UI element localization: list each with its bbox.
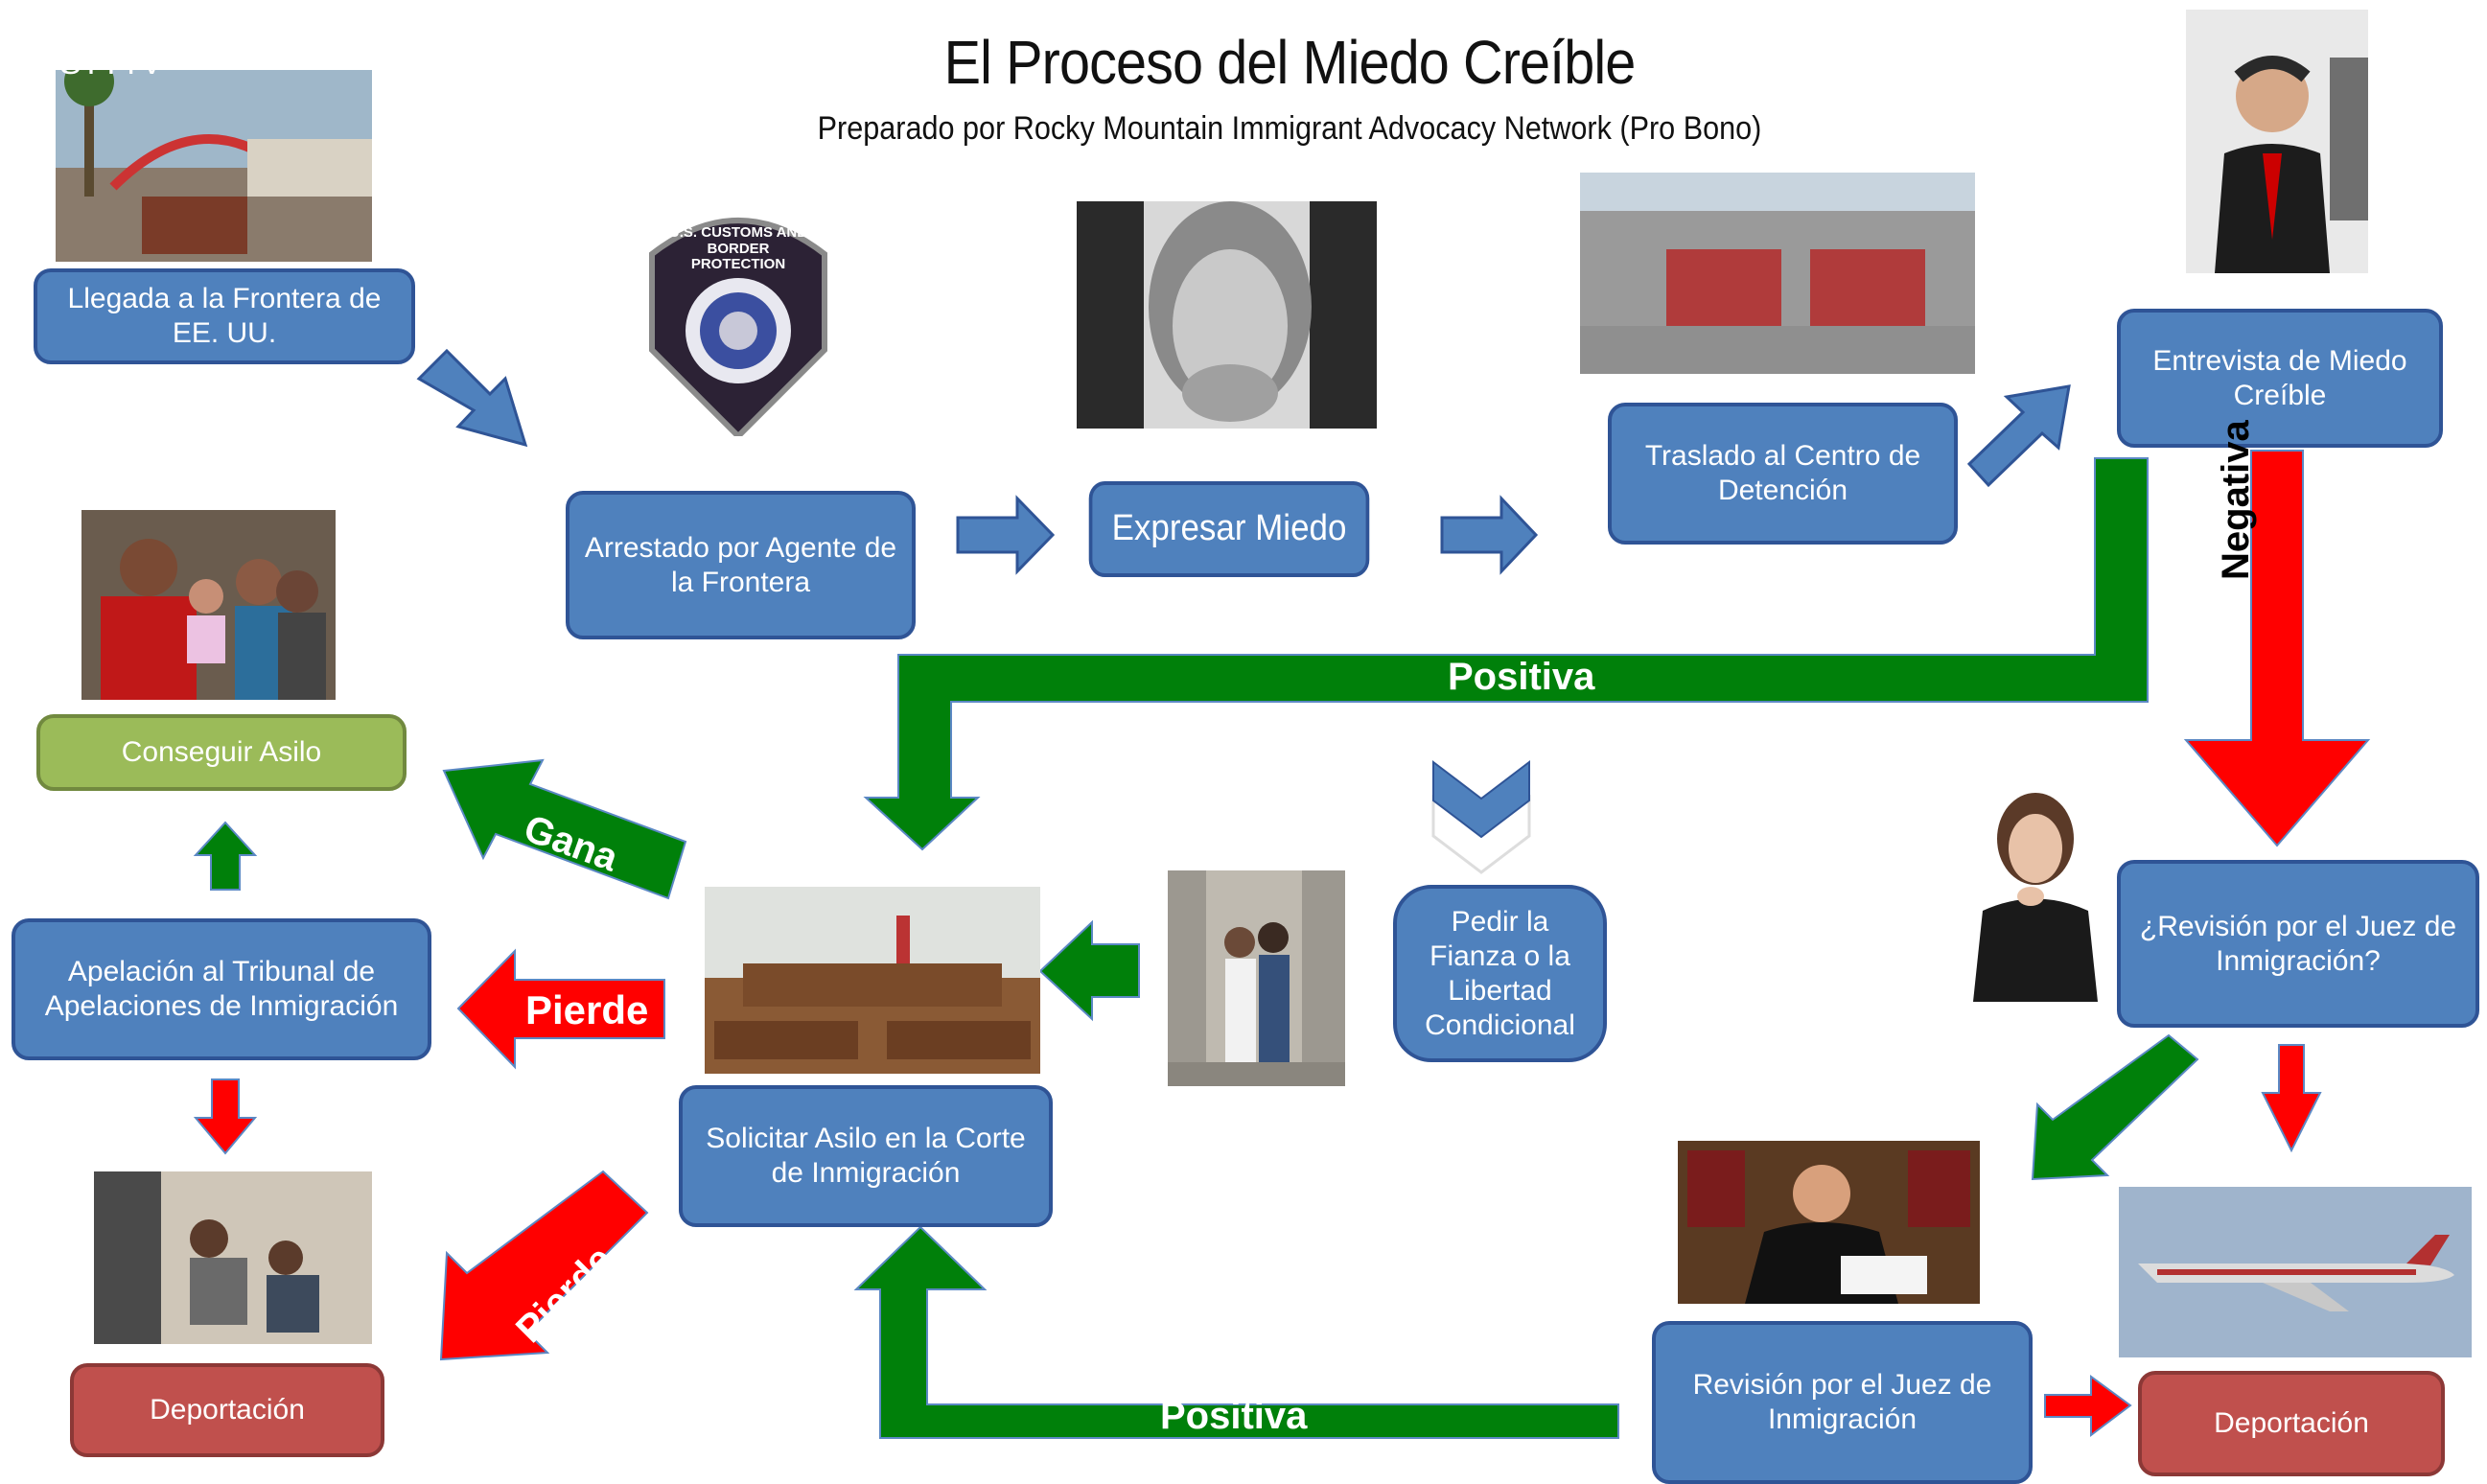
fearful-woman-photo [1077, 201, 1377, 429]
arrow-blue-expresar-to-traslado [1440, 495, 1539, 575]
box-revision-juez: Revisión por el Juez de Inmigración [1652, 1321, 2033, 1484]
chevron-down-icon [1432, 759, 1530, 839]
arrow-green-to-courtroom [1038, 919, 1140, 1022]
page-subtitle: Preparado por Rocky Mountain Immigrant A… [817, 110, 1762, 147]
box-traslado: Traslado al Centro de Detención [1608, 403, 1958, 545]
arrow-red-down-apelacion [193, 1078, 258, 1155]
arrow-red-pierde-mid [456, 948, 665, 1070]
courtroom-photo [705, 887, 1040, 1074]
box-fianza: Pedir la Fianza o la Libertad Condiciona… [1393, 885, 1607, 1062]
box-conseguir-asilo: Conseguir Asilo [36, 714, 407, 791]
box-entrevista: Entrevista de Miedo Creíble [2117, 309, 2443, 448]
arrow-green-gana [442, 758, 687, 900]
detention-center-photo [1580, 173, 1975, 374]
border-crossing-photo: STTTV [56, 53, 372, 262]
cbp-badge-image: U.S. CUSTOMS AND BORDER PROTECTION [633, 197, 844, 436]
arrow-red-pierde-low [439, 1170, 649, 1361]
label-positiva-bottom: Positiva [1160, 1395, 1308, 1437]
arrow-red-revision-q-to-deport [2261, 1044, 2322, 1153]
arrow-green-up-apelacion [193, 821, 258, 891]
arrow-red-revision-to-deport [2044, 1375, 2132, 1438]
arrow-blue-llegada-to-arrestado [416, 348, 528, 448]
label-pierde-mid: Pierde [525, 987, 649, 1032]
box-apelacion: Apelación al Tribunal de Apelaciones de … [12, 918, 431, 1060]
arrow-blue-traslado-to-entrevista [1966, 384, 2071, 488]
box-arrestado: Arrestado por Agente de la Frontera [566, 491, 916, 639]
label-negativa: Negativa [2215, 420, 2257, 580]
judge-photo [1678, 1141, 1980, 1304]
box-llegada: Llegada a la Frontera de EE. UU. [34, 268, 415, 364]
deportation-photo [94, 1171, 372, 1344]
box-solicitar-asilo: Solicitar Asilo en la Corte de Inmigraci… [679, 1085, 1053, 1227]
box-deportacion-left: Deportación [70, 1363, 384, 1457]
people-leaving-court-photo [1168, 870, 1345, 1086]
businessman-phone-photo [2186, 10, 2368, 273]
box-revision-pregunta: ¿Revisión por el Juez de Inmigración? [2117, 860, 2479, 1028]
photo-watermark: STTTV [59, 53, 163, 81]
cbp-badge-text: U.S. CUSTOMS AND BORDER PROTECTION [668, 224, 808, 272]
thinking-woman-photo [1954, 786, 2112, 1002]
arrow-blue-arrestado-to-expresar [956, 495, 1056, 575]
arrow-red-negativa [2183, 450, 2371, 847]
page-title: El Proceso del Miedo Creíble [943, 28, 1637, 97]
arrow-green-positiva-top [863, 457, 2149, 851]
box-expresar: Expresar Miedo [1088, 481, 1370, 577]
box-deportacion-right: Deportación [2138, 1371, 2445, 1476]
airplane-photo [2119, 1187, 2472, 1357]
label-positiva-top: Positiva [1448, 656, 1595, 698]
arrow-green-positiva-bottom [853, 1225, 1619, 1439]
arrow-green-revision-q-to-revision [2031, 1033, 2199, 1181]
family-photo [81, 510, 336, 700]
